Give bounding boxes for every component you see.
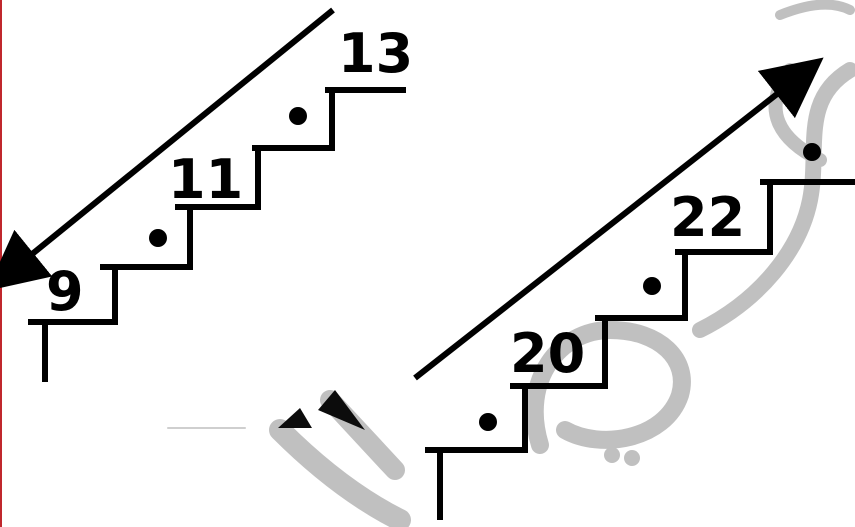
right-step-dot-3 <box>803 143 821 161</box>
right-step-label-22: 22 <box>670 186 745 249</box>
right-step-dot-1 <box>479 413 497 431</box>
left-step-label-11: 11 <box>168 148 243 211</box>
left-staircase <box>28 90 406 382</box>
left-step-dot-2 <box>289 107 307 125</box>
right-step-label-20: 20 <box>510 322 585 385</box>
calligraphy-watermark <box>168 5 850 520</box>
left-staircase-steps <box>28 90 406 382</box>
left-step-label-13: 13 <box>338 22 413 85</box>
left-step-dot-1 <box>149 229 167 247</box>
left-arrow <box>10 10 333 272</box>
right-step-dot-2 <box>643 277 661 295</box>
left-step-label-9: 9 <box>46 260 84 323</box>
watermark-dot-1 <box>604 447 620 463</box>
watermark-wedge-1 <box>278 408 312 428</box>
watermark-stroke-top <box>780 5 850 15</box>
watermark-dot-2 <box>624 450 640 466</box>
